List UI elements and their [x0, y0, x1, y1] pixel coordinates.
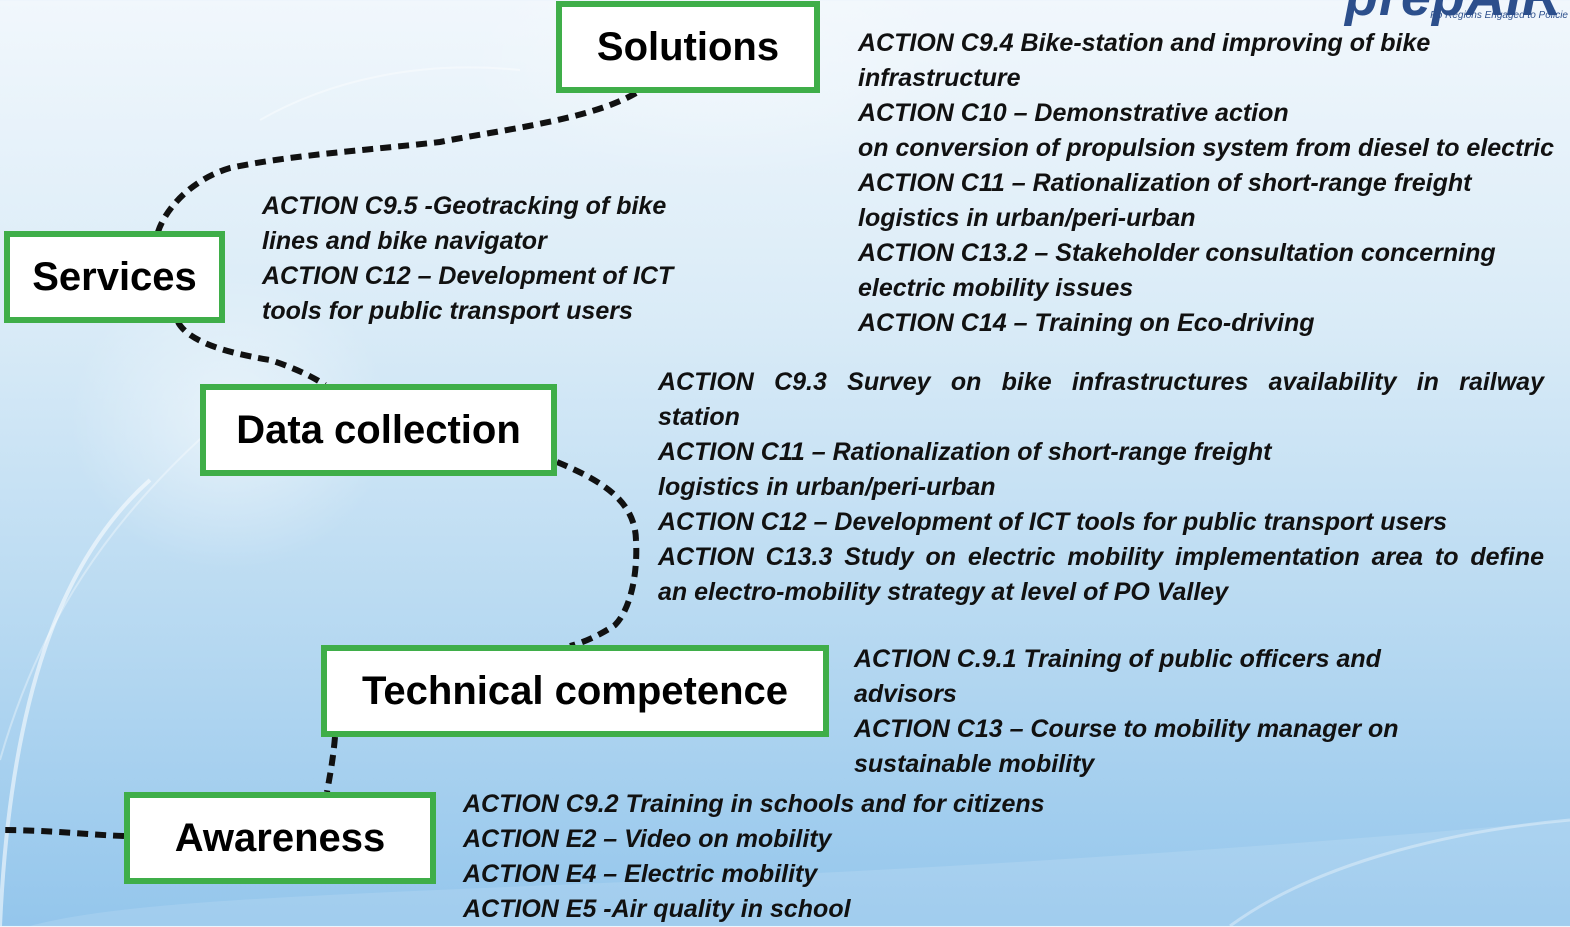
action-line: ACTION C13.2 – Stakeholder consultation … [858, 239, 1496, 267]
action-line: logistics in urban/peri-urban [658, 473, 996, 501]
action-line: an electro-mobility strategy at level of… [658, 578, 1229, 606]
action-line: ACTION C9.3 Survey on bike infrastructur… [658, 368, 1544, 396]
connector-data-technical [555, 459, 640, 649]
action-line: ACTION C9.5 -Geotracking of bike [262, 192, 667, 220]
services-actions: ACTION C9.5 -Geotracking of bike lines a… [262, 189, 673, 329]
solutions-actions: ACTION C9.4 Bike-station and improving o… [858, 26, 1554, 341]
action-line: ACTION E5 -Air quality in school [463, 895, 851, 923]
action-line: station [658, 403, 740, 431]
brand-logo: prepAIR Po Regions Engaged to Policie [1345, 0, 1570, 26]
stage-services-label: Services [32, 254, 197, 299]
awareness-actions: ACTION C9.2 Training in schools and for … [463, 787, 1045, 927]
action-line: lines and bike navigator [262, 227, 547, 255]
action-line: logistics in urban/peri-urban [858, 204, 1196, 232]
stage-awareness: Awareness [124, 792, 436, 884]
stage-data-collection: Data collection [200, 384, 557, 476]
action-line: ACTION C13 – Course to mobility manager … [854, 715, 1399, 743]
connector-awareness-left [0, 827, 125, 839]
stage-solutions-label: Solutions [596, 24, 780, 69]
action-line: tools for public transport users [262, 297, 633, 325]
action-line: on conversion of propulsion system from … [858, 134, 1554, 162]
action-line: ACTION C9.2 Training in schools and for … [463, 790, 1045, 818]
action-line: ACTION C.9.1 Training of public officers… [854, 645, 1381, 673]
stage-data-collection-label: Data collection [236, 407, 521, 452]
action-line: ACTION C12 – Development of ICT [262, 262, 674, 290]
connector-technical-awareness [324, 736, 338, 793]
action-line: ACTION C10 – Demonstrative action [858, 99, 1289, 127]
action-line: ACTION E2 – Video on mobility [463, 825, 832, 853]
logo-wordmark: prepAIR [1345, 0, 1562, 24]
action-line: advisors [854, 680, 957, 708]
stage-technical-competence-label: Technical competence [361, 668, 789, 713]
stage-awareness-label: Awareness [174, 815, 386, 860]
stage-solutions: Solutions [556, 1, 820, 93]
action-line: sustainable mobility [854, 750, 1095, 778]
action-line: ACTION C9.4 Bike-station and improving o… [858, 29, 1431, 57]
stage-services: Services [4, 231, 225, 323]
connector-services-data [175, 320, 327, 388]
connector-solutions-services [155, 90, 638, 234]
action-line: ACTION C12 – Development of ICT tools fo… [658, 508, 1447, 536]
action-line: infrastructure [858, 64, 1021, 92]
technical-competence-actions: ACTION C.9.1 Training of public officers… [854, 642, 1399, 782]
action-line: ACTION C13.3 Study on electric mobility … [658, 543, 1544, 571]
action-line: ACTION C11 – Rationalization of short-ra… [658, 438, 1272, 466]
action-line: ACTION C11 – Rationalization of short-ra… [858, 169, 1472, 197]
logo-tagline: Po Regions Engaged to Policie [1430, 10, 1568, 21]
action-line: ACTION E4 – Electric mobility [463, 860, 818, 888]
action-line: ACTION C14 – Training on Eco-driving [858, 309, 1315, 337]
stage-technical-competence: Technical competence [321, 645, 829, 737]
action-line: electric mobility issues [858, 274, 1134, 302]
data-collection-actions: ACTION C9.3 Survey on bike infrastructur… [658, 365, 1544, 610]
